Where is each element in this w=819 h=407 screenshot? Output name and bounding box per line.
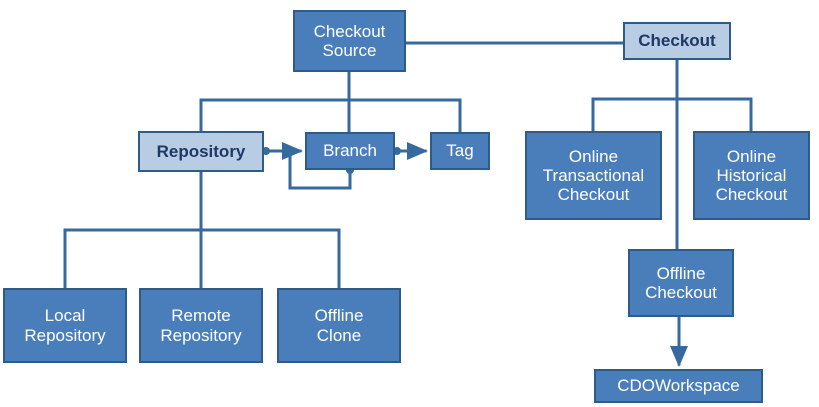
node-checkout[interactable]: Checkout	[623, 22, 731, 60]
node-branch[interactable]: Branch	[305, 132, 395, 170]
node-offline-clone[interactable]: Offline Clone	[277, 288, 401, 363]
node-repository[interactable]: Repository	[138, 131, 264, 172]
connector-dot-repository-right	[262, 147, 270, 155]
node-online-historical-checkout[interactable]: Online Historical Checkout	[693, 131, 810, 220]
node-remote-repository[interactable]: Remote Repository	[139, 288, 263, 363]
node-cdo-workspace[interactable]: CDOWorkspace	[594, 369, 763, 403]
node-local-repository[interactable]: Local Repository	[3, 288, 127, 363]
node-tag[interactable]: Tag	[430, 132, 490, 170]
connector-dot-branch-right	[393, 147, 401, 155]
edge-branch-self-loop	[288, 149, 352, 190]
node-checkout-source[interactable]: Checkout Source	[293, 10, 406, 72]
node-offline-checkout[interactable]: Offline Checkout	[628, 249, 734, 317]
node-online-transactional-checkout[interactable]: Online Transactional Checkout	[525, 131, 662, 220]
